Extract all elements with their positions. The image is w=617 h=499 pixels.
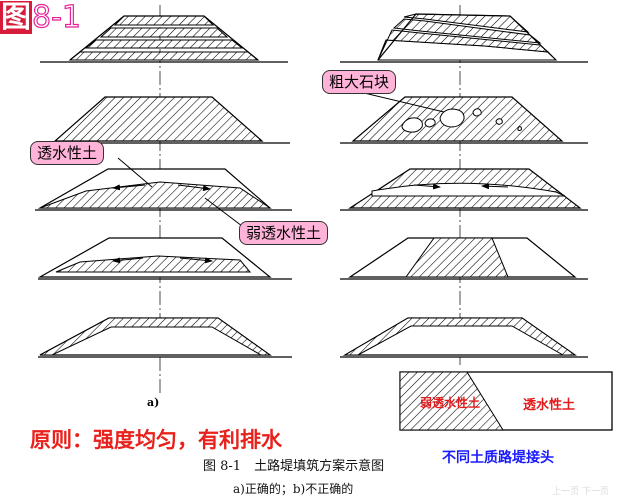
embankment-left-3 (35, 168, 292, 211)
joint-diagram (399, 371, 613, 431)
embankment-right-5 (340, 317, 588, 358)
joint-right-label: 透水性土 (523, 398, 576, 413)
figure-caption: 图 8-1 土路堤填筑方案示意图 (203, 459, 385, 474)
embankment-right-2 (340, 96, 588, 144)
stone-6 (517, 126, 522, 131)
embankment-right-4 (340, 237, 588, 280)
embankment-right-3 (340, 168, 588, 211)
nav-hint[interactable]: 上一页 下一页 (552, 487, 609, 497)
embankment-left-4 (37, 237, 292, 280)
figure-title: 图8-1 (0, 0, 82, 36)
joint-caption: 不同土质路堤接头 (442, 450, 554, 466)
stone-3 (424, 118, 436, 128)
embankment-right-1 (340, 13, 588, 63)
stone-2 (439, 108, 465, 128)
embankment-left-5 (38, 317, 292, 358)
panel-label-a: a) (147, 396, 160, 409)
principle-text: 原则：强度均匀，有利排水 (30, 428, 282, 452)
stone-1 (401, 117, 423, 133)
joint-left-label: 弱透水性土 (420, 396, 481, 410)
figure-subcaption: a)正确的；b)不正确的 (233, 482, 354, 496)
callout-permeable-soil: 透水性土 (30, 141, 105, 165)
embankment-left-2 (38, 96, 290, 144)
callout-weak-permeable-soil: 弱透水性土 (239, 221, 329, 245)
stone-4 (472, 108, 482, 117)
stone-5 (495, 118, 503, 125)
embankment-left-1 (40, 15, 288, 63)
callout-coarse-stone: 粗大石块 (322, 70, 397, 94)
